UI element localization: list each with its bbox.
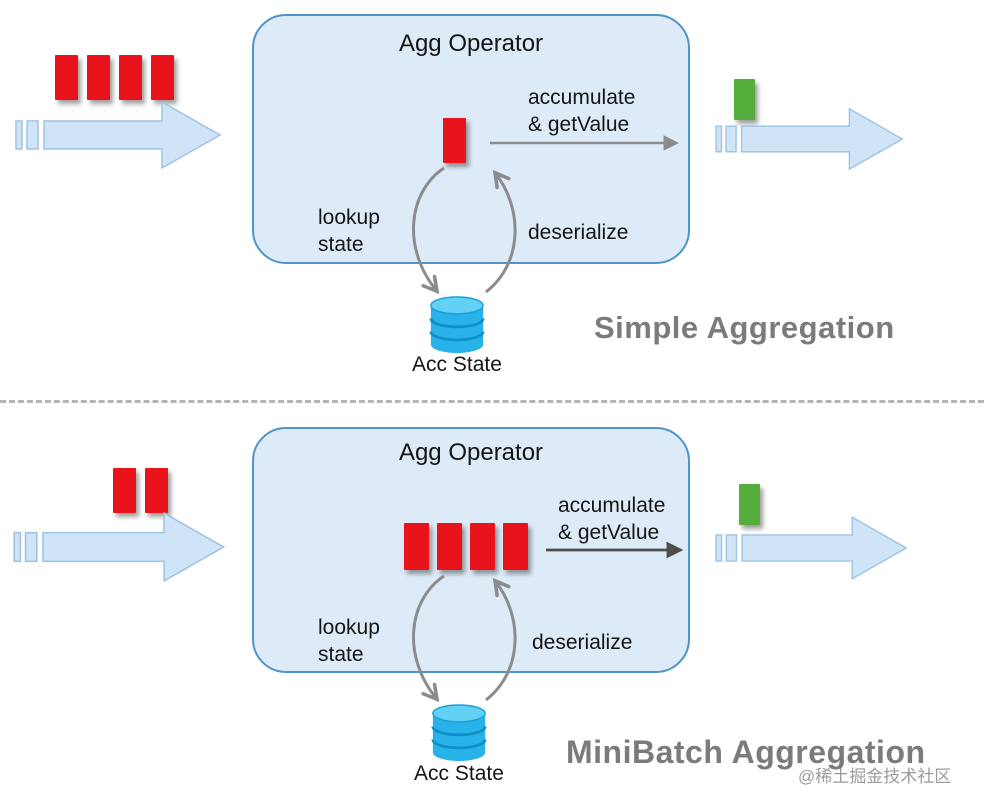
lookup-state-arrow — [412, 166, 445, 290]
acc-state-label: Acc State — [412, 353, 502, 376]
record-block — [145, 468, 168, 513]
output-stream-arrow — [715, 108, 904, 170]
lookup-state-arrow — [412, 574, 445, 698]
record-block — [734, 79, 755, 120]
output-record — [734, 79, 755, 120]
acc-state-database-icon — [429, 296, 485, 353]
input-records — [113, 468, 168, 513]
record-block — [443, 118, 466, 163]
agg-operator-box — [252, 14, 690, 264]
agg-operator-title: Agg Operator — [398, 439, 544, 466]
operator-records — [404, 523, 528, 570]
record-block — [437, 523, 462, 570]
record-block — [503, 523, 528, 570]
accumulate-getvalue-label: accumulate & getValue — [528, 86, 636, 136]
input-stream-arrow — [13, 512, 225, 582]
deserialize-label: deserialize — [532, 631, 633, 654]
lookup-state-label: lookup state — [318, 616, 380, 666]
deserialize-arrow — [485, 582, 517, 702]
panel-caption: MiniBatch Aggregation — [566, 734, 926, 770]
state-cycle-arrows — [412, 574, 517, 710]
record-block — [739, 484, 760, 525]
record-block — [404, 523, 429, 570]
operator-records — [443, 118, 466, 163]
deserialize-label: deserialize — [528, 221, 629, 244]
agg-operator-title: Agg Operator — [398, 30, 544, 57]
record-block — [470, 523, 495, 570]
lookup-state-label: lookup state — [318, 206, 380, 256]
record-block — [55, 55, 78, 100]
deserialize-arrow — [485, 174, 517, 294]
watermark: @稀土掘金技术社区 — [798, 767, 952, 786]
panel-divider — [0, 400, 984, 403]
accumulate-arrow — [546, 541, 684, 559]
state-cycle-arrows — [412, 166, 517, 302]
accumulate-getvalue-label: accumulate & getValue — [558, 494, 666, 544]
record-block — [151, 55, 174, 100]
record-block — [119, 55, 142, 100]
acc-state-database-icon — [431, 704, 487, 761]
acc-state-label: Acc State — [414, 762, 504, 785]
output-stream-arrow — [715, 516, 907, 580]
record-block — [113, 468, 136, 513]
input-stream-arrow — [15, 101, 221, 169]
input-records — [55, 55, 174, 100]
record-block — [87, 55, 110, 100]
accumulate-arrow — [490, 135, 680, 151]
panel-caption: Simple Aggregation — [594, 310, 895, 345]
output-record — [739, 484, 760, 525]
